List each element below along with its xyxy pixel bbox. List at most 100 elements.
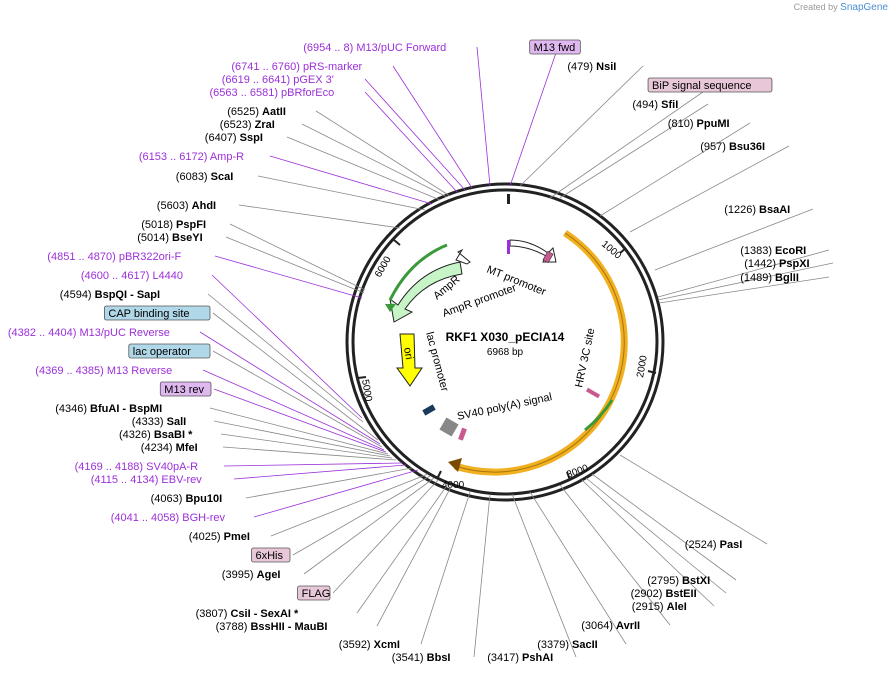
site-label-bfuai[interactable]: (4346) BfuAI - BspMI bbox=[55, 403, 162, 415]
site-label-m13-rev[interactable]: M13 rev bbox=[159, 381, 212, 397]
site-label-nsii[interactable]: (479) NsiI bbox=[567, 61, 616, 73]
site-label-scai[interactable]: (6083) ScaI bbox=[176, 171, 234, 183]
leader-line bbox=[519, 65, 644, 187]
site-label-lac-operator[interactable]: lac operator bbox=[128, 343, 211, 359]
site-label-bgh-rev[interactable]: (4041 .. 4058) BGH-rev bbox=[111, 512, 226, 524]
site-label-sali[interactable]: (4333) SalI bbox=[132, 416, 186, 428]
site-text: (3788) BssHII - MauBI bbox=[216, 621, 328, 633]
site-label-ppumi[interactable]: (810) PpuMI bbox=[668, 118, 730, 130]
site-label-pspxi[interactable]: (1442) PspXI bbox=[744, 258, 809, 270]
site-enzyme-name: AhdI bbox=[192, 200, 216, 212]
site-position: (957) bbox=[700, 141, 729, 153]
site-label-pgex-3[interactable]: (6619 .. 6641) pGEX 3' bbox=[222, 74, 334, 86]
site-label-xcmi[interactable]: (3592) XcmI bbox=[339, 639, 400, 651]
site-text: (6083) ScaI bbox=[176, 171, 234, 183]
site-label-6xhis[interactable]: 6xHis bbox=[251, 547, 291, 563]
site-enzyme-extra: - BspMI bbox=[119, 403, 162, 415]
site-enzyme-extra: - SapI bbox=[127, 289, 160, 301]
leader-line bbox=[654, 208, 814, 271]
site-position: (1226) bbox=[724, 204, 759, 216]
site-label-cap-binding-site[interactable]: CAP binding site bbox=[104, 305, 211, 321]
site-label-bpu10i[interactable]: (4063) Bpu10I bbox=[151, 493, 223, 505]
site-label-ecori[interactable]: (1383) EcoRI bbox=[740, 245, 806, 257]
leader-line bbox=[213, 388, 387, 453]
feature-box bbox=[104, 305, 211, 321]
site-position: (4333) bbox=[132, 416, 167, 428]
site-label-pshai[interactable]: (3417) PshAI bbox=[487, 652, 553, 664]
site-label-pasi[interactable]: (2524) PasI bbox=[685, 539, 743, 551]
site-enzyme-name: Bpu10I bbox=[185, 493, 222, 505]
site-label-bspqi[interactable]: (4594) BspQI - SapI bbox=[60, 289, 160, 301]
site-position: (2915) bbox=[632, 601, 667, 613]
site-label-sfii[interactable]: (494) SfiI bbox=[632, 99, 678, 111]
leader-line bbox=[420, 491, 471, 645]
ori-arrow bbox=[396, 333, 423, 387]
site-label-agei[interactable]: (3995) AgeI bbox=[222, 569, 281, 581]
site-enzyme-name: BfuAI bbox=[90, 403, 119, 415]
feature-box-text: 6xHis bbox=[256, 550, 284, 562]
site-position: (5603) bbox=[157, 200, 192, 212]
site-label-sspi[interactable]: (6407) SspI bbox=[205, 132, 263, 144]
site-label-flag[interactable]: FLAG bbox=[297, 585, 331, 601]
site-text: (6954 .. 8) M13/pUC Forward bbox=[303, 42, 446, 54]
site-label-amp-r[interactable]: (6153 .. 6172) Amp-R bbox=[139, 151, 244, 163]
site-label-ebv-rev[interactable]: (4115 .. 4134) EBV-rev bbox=[91, 474, 203, 486]
site-position: (3807) bbox=[196, 608, 231, 620]
site-label-bsaai[interactable]: (1226) BsaAI bbox=[724, 204, 790, 216]
site-position: (3788) bbox=[216, 621, 251, 633]
site-label-m13-reverse[interactable]: (4369 .. 4385) M13 Reverse bbox=[35, 365, 172, 377]
site-label-l4440[interactable]: (4600 .. 4617) L4440 bbox=[81, 270, 183, 282]
site-enzyme-name: PspXI bbox=[779, 258, 810, 270]
site-label-bglii[interactable]: (1489) BglII bbox=[740, 272, 799, 284]
site-text: (5018) PspFI bbox=[141, 219, 206, 231]
site-text: (2902) BstEII bbox=[631, 588, 697, 600]
site-position: (6525) bbox=[227, 106, 262, 118]
site-text: (3064) AvrII bbox=[581, 620, 640, 632]
site-label-m13-fwd[interactable]: M13 fwd bbox=[529, 39, 581, 55]
site-text: (494) SfiI bbox=[632, 99, 678, 111]
site-label-pbrforeco[interactable]: (6563 .. 6581) pBRforEco bbox=[210, 87, 335, 99]
site-label-avrii[interactable]: (3064) AvrII bbox=[581, 620, 640, 632]
leader-line bbox=[629, 145, 790, 233]
site-enzyme-name: MfeI bbox=[176, 442, 198, 454]
site-label-pbr322ori-f[interactable]: (4851 .. 4870) pBR322ori-F bbox=[47, 251, 181, 263]
site-label-aatii[interactable]: (6525) AatII bbox=[227, 106, 286, 118]
site-label-bsu36i[interactable]: (957) Bsu36I bbox=[700, 141, 765, 153]
sv40-small-marker bbox=[458, 427, 467, 441]
leader-line bbox=[212, 312, 379, 441]
site-label-pspfi[interactable]: (5018) PspFI bbox=[141, 219, 206, 231]
site-position: (494) bbox=[632, 99, 661, 111]
site-enzyme-name: PmeI bbox=[224, 531, 250, 543]
leader-line bbox=[303, 477, 435, 575]
insert-orf-arc-inner bbox=[454, 232, 625, 473]
site-enzyme-name: BbsI bbox=[427, 652, 451, 664]
site-label-zrai[interactable]: (6523) ZraI bbox=[220, 119, 275, 131]
site-text: (2524) PasI bbox=[685, 539, 743, 551]
site-label-bip-signal-sequence[interactable]: BiP signal sequence bbox=[647, 77, 773, 93]
site-label-bbsi[interactable]: (3541) BbsI bbox=[392, 652, 451, 664]
leader-line bbox=[199, 331, 381, 445]
site-label-bsteii[interactable]: (2902) BstEII bbox=[631, 588, 697, 600]
feature-box-text: BiP signal sequence bbox=[652, 80, 751, 92]
site-text: (4600 .. 4617) L4440 bbox=[81, 270, 183, 282]
site-label-sacii[interactable]: (3379) SacII bbox=[537, 639, 598, 651]
site-label-bsshii[interactable]: (3788) BssHII - MauBI bbox=[216, 621, 328, 633]
leader-line bbox=[212, 350, 383, 448]
site-position: (3064) bbox=[581, 620, 616, 632]
site-label-bstxi[interactable]: (2795) BstXI bbox=[647, 575, 710, 587]
site-label-bsabi[interactable]: (4326) BsaBI * bbox=[119, 429, 193, 441]
site-label-csii[interactable]: (3807) CsiI - SexAI * bbox=[196, 608, 299, 620]
site-label-bseyi[interactable]: (5014) BseYI bbox=[137, 232, 202, 244]
site-label-m13-puc-reverse[interactable]: (4382 .. 4404) M13/pUC Reverse bbox=[8, 327, 170, 339]
tick-label-2000: 2000 bbox=[635, 354, 650, 378]
site-label-m13-puc-forward[interactable]: (6954 .. 8) M13/pUC Forward bbox=[303, 42, 446, 54]
site-label-sv40pa-r[interactable]: (4169 .. 4188) SV40pA-R bbox=[75, 461, 199, 473]
site-label-mfei[interactable]: (4234) MfeI bbox=[141, 442, 198, 454]
leader-line bbox=[229, 223, 366, 291]
site-label-pmei[interactable]: (4025) PmeI bbox=[189, 531, 250, 543]
site-label-prs-marker[interactable]: (6741 .. 6760) pRS-marker bbox=[231, 61, 362, 73]
site-position: (479) bbox=[567, 61, 596, 73]
site-label-alei[interactable]: (2915) AleI bbox=[632, 601, 687, 613]
site-label-ahdi[interactable]: (5603) AhdI bbox=[157, 200, 216, 212]
